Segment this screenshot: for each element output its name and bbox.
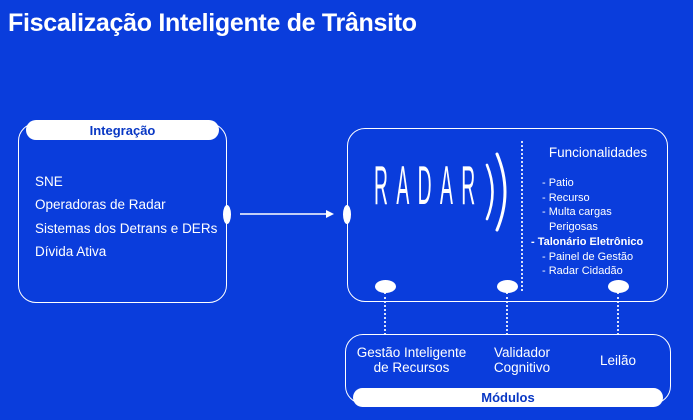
integration-label-pill: Integração (26, 120, 219, 140)
integration-item: Dívida Ativa (35, 243, 107, 259)
modules-box: Gestão Inteligente de Recursos Validador… (345, 334, 671, 407)
dotted-divider (521, 141, 523, 291)
integration-item: Operadoras de Radar (35, 197, 166, 213)
flow-arrow-icon (240, 210, 334, 218)
radar-logo-text: RADAR (374, 154, 484, 216)
module-item: Validador Cognitivo (493, 345, 551, 375)
module-item: Gestão Inteligente de Recursos (356, 345, 467, 375)
functionalities-list: - Patio - Recurso - Multa cargas Perigos… (531, 176, 643, 279)
functionality-item: - Painel de Gestão (542, 250, 634, 263)
radar-logo: RADAR (374, 154, 484, 215)
radar-box: RADAR Funcionalidades - Patio - Recurso … (343, 128, 668, 302)
connector-dot-icon (608, 280, 629, 293)
page-title: Fiscalização Inteligente de Trânsito (8, 9, 417, 37)
integration-item: SNE (35, 174, 63, 189)
connector-dot-icon (343, 205, 351, 224)
functionality-item-highlighted: - Talonário Eletrônico (531, 235, 644, 248)
module-item: Leilão (599, 353, 637, 368)
functionality-item: - Patio (542, 177, 574, 189)
integration-label: Integração (89, 122, 156, 138)
connector-dot-icon (223, 205, 231, 224)
integration-item: Sistemas dos Detrans e DERs (35, 220, 218, 236)
modules-label: Módulos (481, 390, 535, 405)
connector-dot-icon (375, 280, 396, 293)
connector-dot-icon (497, 280, 518, 293)
integration-list: SNE Operadoras de Radar Sistemas dos Det… (35, 170, 217, 263)
functionality-item: - Recurso (542, 191, 590, 204)
functionality-item: - Multa cargas (542, 206, 612, 219)
integration-box: Integração SNE Operadoras de Radar Siste… (18, 120, 231, 303)
modules-label-pill: Módulos (353, 388, 663, 407)
dotted-connector (384, 292, 386, 335)
functionality-item: Perigosas (549, 221, 598, 234)
functionality-item: - Radar Cidadão (542, 265, 623, 278)
dotted-connector (506, 292, 508, 335)
dotted-connector (617, 292, 619, 335)
functionalities-title: Funcionalidades (548, 145, 648, 160)
radar-waves-icon (485, 152, 507, 232)
